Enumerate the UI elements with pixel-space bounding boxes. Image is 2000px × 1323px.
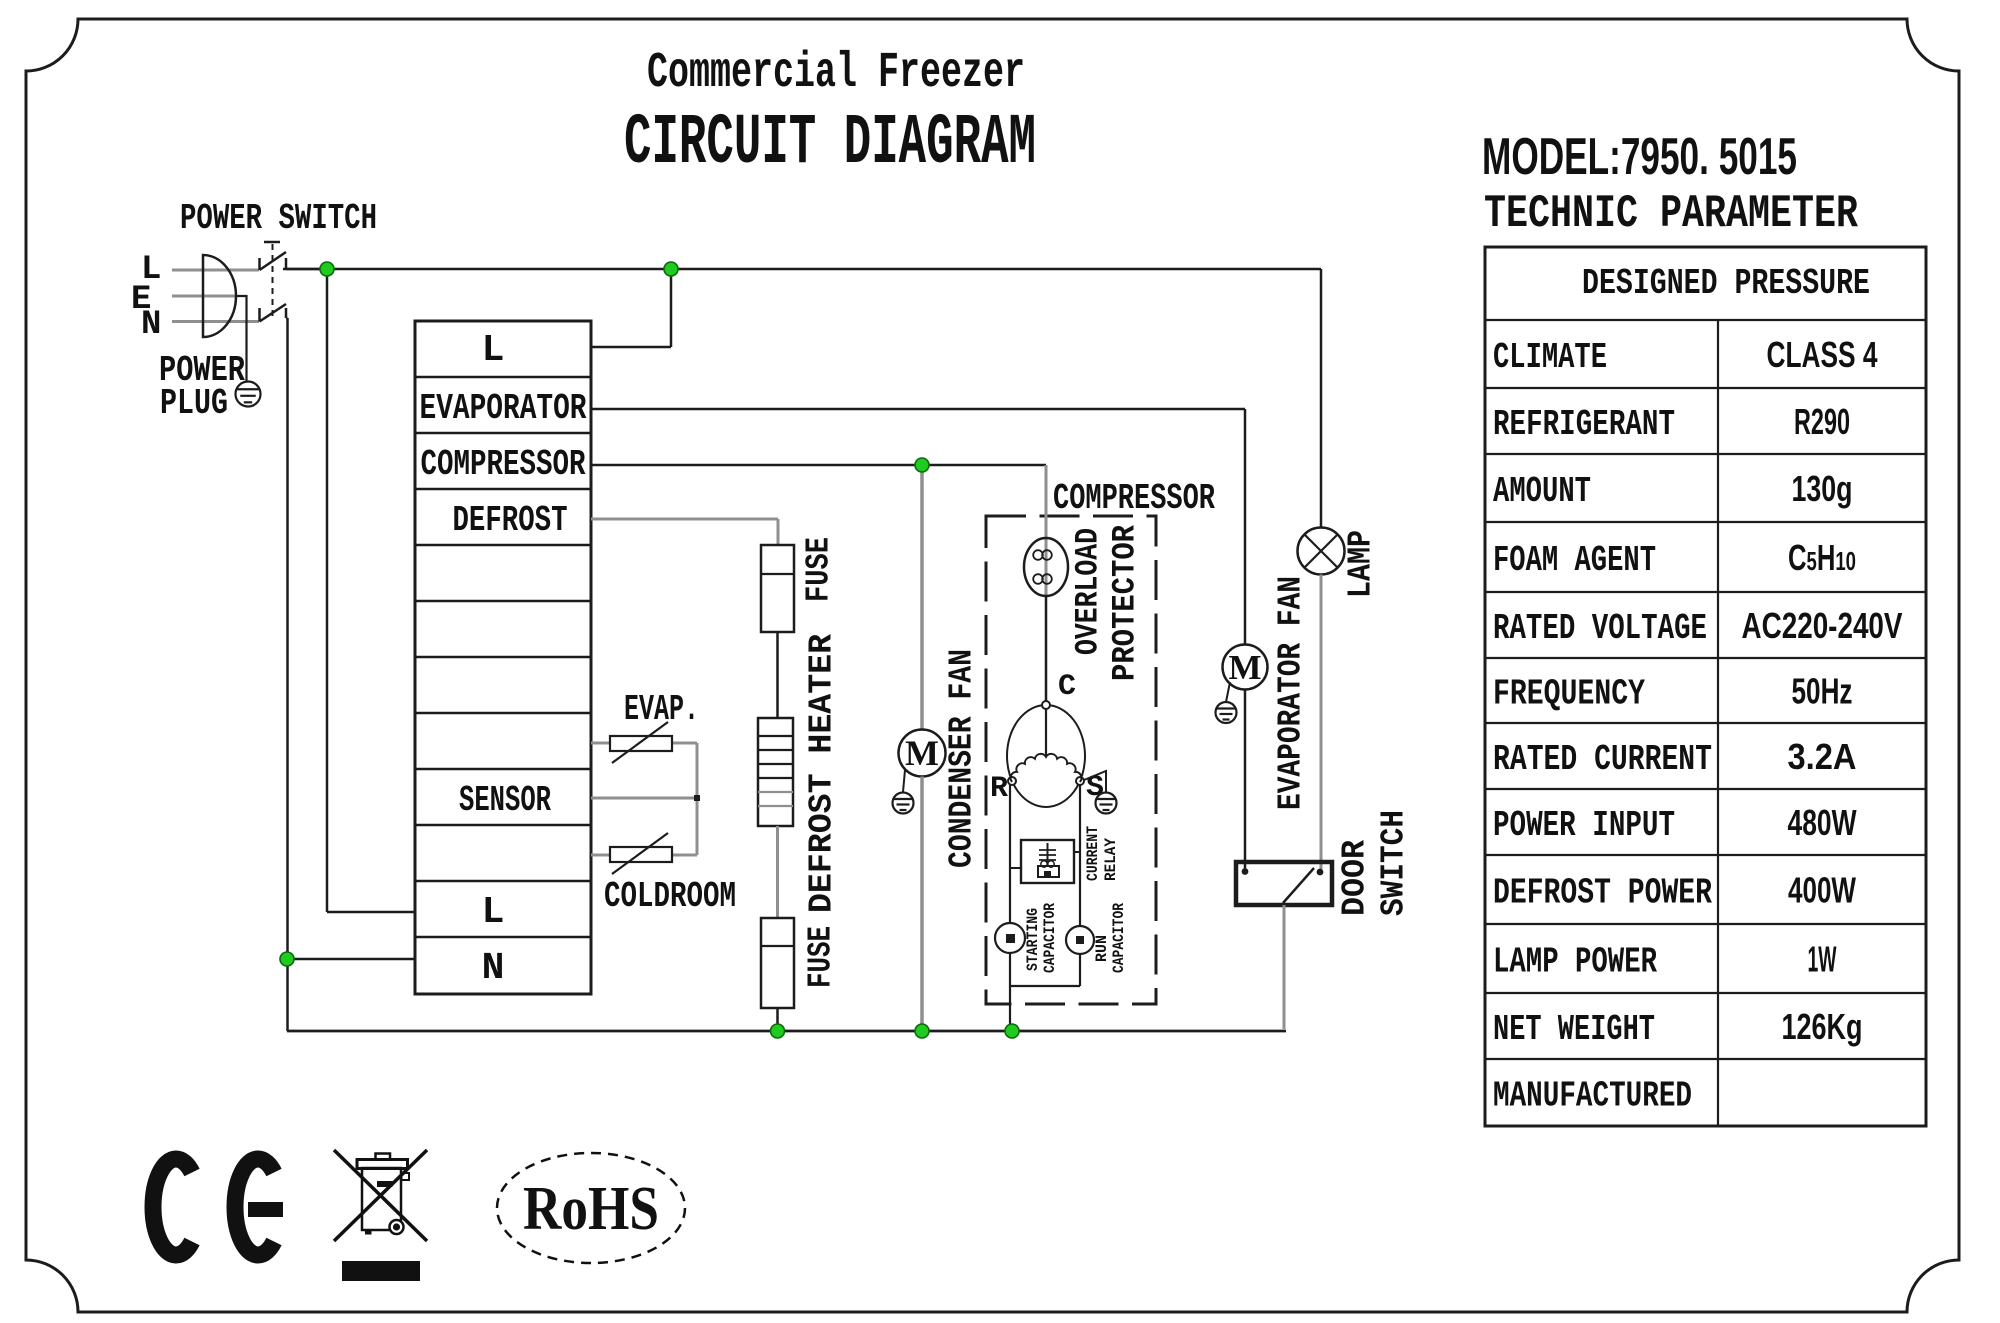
svg-text:CIRCUIT DIAGRAM: CIRCUIT DIAGRAM [624, 104, 1036, 184]
svg-text:R290: R290 [1794, 401, 1850, 442]
svg-text:CONDENSER FAN: CONDENSER FAN [944, 649, 981, 868]
svg-text:AC220-240V: AC220-240V [1742, 605, 1903, 646]
svg-text:DEFROST: DEFROST [453, 500, 568, 541]
svg-text:RoHS: RoHS [523, 1175, 659, 1243]
svg-text:AMOUNT: AMOUNT [1493, 471, 1591, 512]
svg-text:EVAPORATOR FAN: EVAPORATOR FAN [1273, 576, 1310, 810]
svg-text:50Hz: 50Hz [1792, 671, 1853, 712]
svg-text:S: S [1086, 771, 1104, 805]
svg-text:130g: 130g [1792, 468, 1853, 509]
svg-text:PLUG: PLUG [160, 383, 228, 424]
svg-text:POWER: POWER [159, 350, 245, 391]
svg-text:RATED VOLTAGE: RATED VOLTAGE [1493, 608, 1707, 649]
svg-text:L: L [141, 251, 161, 289]
svg-text:LAMP POWER: LAMP POWER [1493, 942, 1657, 983]
svg-text:L: L [482, 329, 505, 372]
svg-text:FUSE: FUSE [801, 537, 838, 602]
svg-text:N: N [482, 947, 505, 990]
svg-text:L: L [482, 891, 505, 934]
svg-text:R: R [990, 772, 1008, 806]
svg-text:PROTECTOR: PROTECTOR [1107, 524, 1144, 681]
svg-text:CLASS 4: CLASS 4 [1767, 334, 1878, 375]
svg-text:LAMP: LAMP [1343, 530, 1380, 598]
svg-text:EVAP.: EVAP. [624, 689, 699, 730]
svg-text:E: E [131, 281, 151, 319]
svg-text:480W: 480W [1788, 802, 1857, 843]
svg-text:1W: 1W [1808, 939, 1837, 980]
svg-text:126Kg: 126Kg [1782, 1006, 1863, 1047]
svg-text:POWER INPUT: POWER INPUT [1493, 805, 1675, 846]
svg-text:MODEL:7950. 5015: MODEL:7950. 5015 [1482, 128, 1797, 186]
svg-text:POWER SWITCH: POWER SWITCH [180, 198, 377, 239]
svg-text:CURRENT: CURRENT [1084, 826, 1102, 881]
svg-text:3.2A: 3.2A [1788, 736, 1857, 777]
svg-text:DEFROST HEATER: DEFROST HEATER [804, 634, 841, 913]
svg-text:MANUFACTURED: MANUFACTURED [1493, 1076, 1692, 1117]
svg-text:M: M [1228, 648, 1261, 687]
svg-text:TECHNIC PARAMETER: TECHNIC PARAMETER [1484, 188, 1858, 240]
svg-text:CAPACITOR: CAPACITOR [1110, 903, 1128, 973]
svg-text:CLIMATE: CLIMATE [1493, 337, 1607, 378]
svg-text:COMPRESSOR: COMPRESSOR [421, 444, 586, 485]
svg-text:FREQUENCY: FREQUENCY [1493, 674, 1645, 715]
svg-text:SWITCH: SWITCH [1376, 810, 1413, 916]
svg-text:COLDROOM: COLDROOM [604, 876, 736, 917]
svg-text:OVERLOAD: OVERLOAD [1070, 528, 1107, 655]
svg-text:Commercial Freezer: Commercial Freezer [647, 45, 1025, 102]
svg-text:COMPRESSOR: COMPRESSOR [1053, 478, 1215, 519]
svg-text:REFRIGERANT: REFRIGERANT [1493, 404, 1675, 445]
svg-text:RUN: RUN [1093, 935, 1111, 962]
svg-text:CAPACITOR: CAPACITOR [1041, 903, 1059, 973]
svg-text:EVAPORATOR: EVAPORATOR [420, 388, 587, 429]
svg-text:DEFROST POWER: DEFROST POWER [1493, 873, 1712, 914]
svg-text:C: C [1058, 670, 1076, 704]
svg-text:DESIGNED PRESSURE: DESIGNED PRESSURE [1582, 263, 1870, 304]
svg-text:NET WEIGHT: NET WEIGHT [1493, 1009, 1655, 1050]
svg-text:400W: 400W [1788, 870, 1856, 911]
svg-text:FUSE: FUSE [803, 926, 840, 988]
svg-text:SENSOR: SENSOR [459, 780, 551, 821]
svg-text:RELAY: RELAY [1102, 838, 1120, 881]
svg-text:M: M [905, 733, 939, 773]
svg-text:DOOR: DOOR [1337, 840, 1374, 916]
svg-text:FOAM AGENT: FOAM AGENT [1493, 540, 1656, 581]
svg-text:N: N [141, 306, 161, 344]
svg-text:RATED CURRENT: RATED CURRENT [1493, 739, 1712, 780]
svg-text:STARTING: STARTING [1024, 908, 1042, 971]
